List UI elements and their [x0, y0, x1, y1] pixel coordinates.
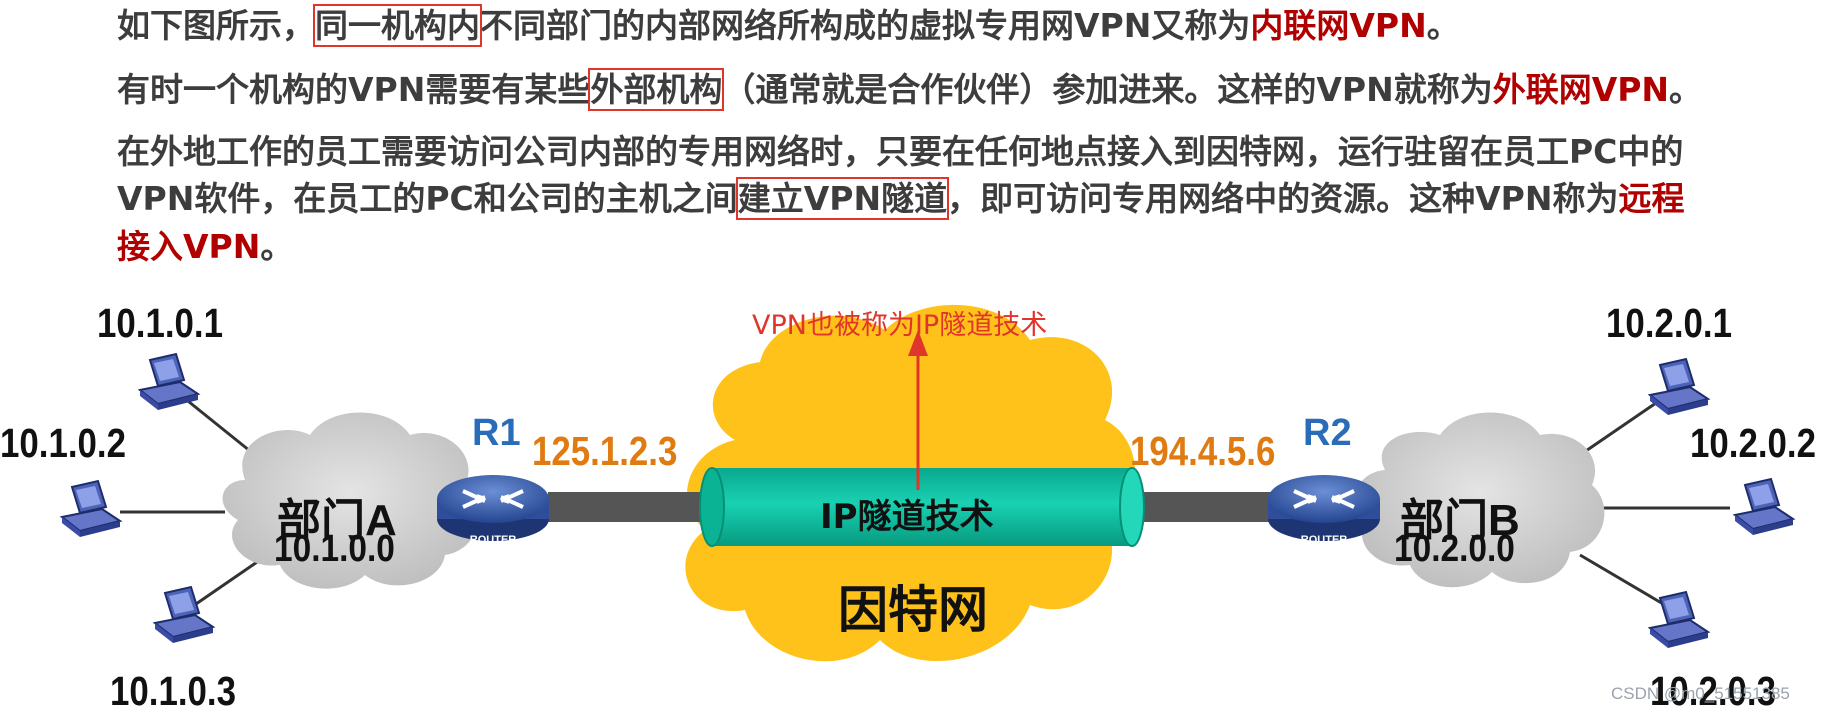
paragraph-line-3a: 在外地工作的员工需要访问公司内部的专用网络时，只要在任何地点接入到因特网，运行驻… — [117, 127, 1683, 176]
watermark: CSDN @m0_51551385 — [1611, 684, 1790, 703]
pc-icon — [139, 353, 199, 411]
tunnel-label: IP隧道技术 — [820, 497, 994, 537]
pc-icon — [1734, 478, 1794, 536]
pc-icon — [154, 586, 214, 644]
term-remote-1: 远程 — [1618, 179, 1685, 218]
router-icon: ROUTER — [437, 475, 549, 546]
paragraph-line-3b: VPN软件，在员工的PC和公司的主机之间建立VPN隧道，即可访问专用网络中的资源… — [117, 174, 1684, 223]
router-name-r2: R2 — [1303, 412, 1352, 454]
router-label: ROUTER — [470, 534, 517, 546]
pipe-left — [548, 492, 708, 522]
text: 不同部门的内部网络所构成的虚拟专用网VPN又称为 — [480, 6, 1251, 45]
term-intranet-vpn: 内联网VPN — [1250, 6, 1427, 45]
text: 。 — [260, 227, 294, 266]
paragraph-line-3c: 接入VPN。 — [117, 222, 293, 271]
text: 。 — [1669, 70, 1703, 109]
host-ip-label: 10.2.0.3 — [1650, 668, 1776, 714]
term-remote-access-vpn: 接入VPN — [117, 227, 261, 266]
dept-b-network: 10.2.0.0 — [1394, 528, 1515, 570]
host-ip-label: 10.2.0.2 — [1690, 420, 1816, 466]
text: ，即可访问专用网络中的资源。这种VPN称为 — [947, 179, 1619, 218]
link-line — [1579, 553, 1671, 610]
text: VPN软件，在员工的PC和公司的主机之间 — [117, 179, 738, 218]
router-icon: ROUTER — [1268, 475, 1380, 546]
pipe-right — [1130, 492, 1280, 522]
dept-b-name: 部门B — [1400, 496, 1520, 545]
pc-icon — [1649, 358, 1709, 416]
host-ip-label: 10.1.0.3 — [110, 668, 236, 714]
text: （通常就是合作伙伴）参加进来。这样的VPN就称为 — [722, 70, 1493, 109]
dept-a-network: 10.1.0.0 — [274, 528, 395, 570]
text: 如下图所示， — [117, 6, 315, 45]
text: 有时一个机构的VPN需要有某些 — [117, 70, 591, 109]
arrow-up-icon — [908, 330, 928, 490]
paragraph-line-2: 有时一个机构的VPN需要有某些外部机构（通常就是合作伙伴）参加进来。这样的VPN… — [117, 65, 1702, 114]
pc-icon — [61, 480, 121, 538]
r2-ip-label: 194.4.5.6 — [1130, 428, 1276, 474]
text: 在外地工作的员工需要访问公司内部的专用网络时，只要在任何地点接入到因特网，运行驻… — [117, 132, 1684, 171]
highlight-box-same-org: 同一机构内 — [313, 4, 482, 47]
text: 。 — [1426, 6, 1460, 45]
highlight-box-vpn-tunnel: 建立VPN隧道 — [735, 177, 950, 220]
dept-a-name: 部门A — [277, 496, 397, 545]
annotation-vpn-tunnel: VPN也被称为IP隧道技术 — [752, 310, 1048, 341]
host-ip-label: 10.2.0.1 — [1606, 300, 1732, 346]
term-extranet-vpn: 外联网VPN — [1492, 70, 1670, 109]
host-ip-label: 10.1.0.1 — [97, 300, 223, 346]
highlight-box-external-org: 外部机构 — [588, 68, 725, 111]
router-name-r1: R1 — [472, 412, 521, 454]
internet-label: 因特网 — [838, 581, 988, 639]
paragraph-line-1: 如下图所示，同一机构内不同部门的内部网络所构成的虚拟专用网VPN又称为内联网VP… — [117, 1, 1460, 50]
dept-a-cloud-shape — [222, 412, 479, 589]
r1-ip-label: 125.1.2.3 — [532, 428, 678, 474]
host-ip-label: 10.1.0.2 — [0, 420, 126, 466]
ip-tunnel-tube — [699, 467, 1145, 547]
dept-b-cloud-shape — [1356, 412, 1605, 588]
router-label: ROUTER — [1301, 534, 1348, 546]
